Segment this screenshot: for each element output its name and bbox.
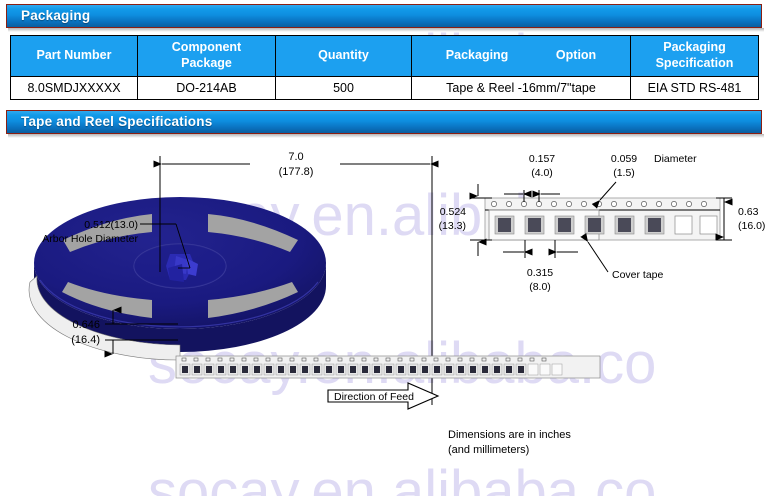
tape-sprocket-holes-strip: [181, 357, 547, 362]
table-header-row: Part Number Component Package Quantity P…: [10, 35, 759, 77]
column-header-label: Part Number: [36, 48, 112, 63]
dimension-value-sprocket-pitch-mm: (4.0): [531, 167, 553, 179]
section-bar-shadow: [8, 134, 764, 138]
dimension-reel-thickness: 0.646 (16.4): [71, 306, 178, 358]
drawing-svg: 7.0 (177.8) 0.512(13.0) Arbor Hole Diame…: [28, 151, 765, 456]
reel-slot: [208, 214, 298, 252]
tape-pockets-detail: [494, 215, 718, 235]
dimension-value-reel-width-in: 7.0: [288, 151, 303, 163]
units-note: Dimensions are in inches (and millimeter…: [448, 429, 571, 456]
column-header-component-package: Component Package: [137, 35, 276, 77]
callout-value-arbor-hole: 0.512(13.0): [84, 219, 138, 231]
reel-slot: [62, 282, 152, 318]
column-header-quantity: Quantity: [275, 35, 412, 77]
dimension-tape-height: 0.524 (13.3): [439, 184, 492, 256]
direction-of-feed-label: Direction of Feed: [334, 391, 414, 403]
dimension-value-hole-dia-mm: (1.5): [613, 167, 635, 179]
direction-of-feed-callout: Direction of Feed: [327, 382, 440, 410]
reel-slot: [208, 282, 298, 318]
direction-of-feed-arrow-icon: [327, 382, 440, 410]
dimension-value-pocket-pitch-mm: (8.0): [529, 281, 551, 293]
cell-part-number: 8.0SMDJXXXXX: [10, 76, 138, 100]
tape-sprocket-holes: [491, 201, 707, 207]
section-bar-shadow: [8, 28, 764, 32]
column-header-label-packaging: Packaging: [445, 48, 509, 63]
section-header-packaging: Packaging: [6, 4, 762, 28]
packaging-table: Part Number Component Package Quantity P…: [10, 35, 759, 100]
column-header-label: Quantity: [318, 48, 369, 63]
cell-quantity: 500: [275, 76, 412, 100]
callout-cover-tape: Cover tape: [580, 232, 664, 281]
column-header-part-number: Part Number: [10, 35, 138, 77]
dimension-reel-width: 7.0 (177.8): [153, 151, 439, 405]
callout-hole-diameter: 0.059 (1.5) Diameter: [591, 153, 697, 209]
units-note-line1: Dimensions are in inches: [448, 429, 571, 441]
dimension-value-sprocket-pitch-in: 0.157: [529, 153, 555, 165]
column-header-label-line2: Specification: [655, 56, 734, 70]
dimension-pocket-pitch: 0.315 (8.0): [503, 240, 578, 293]
cell-packaging-specification: EIA STD RS-481: [630, 76, 759, 100]
section-title-packaging: Packaging: [21, 8, 91, 23]
column-header-label-option: Option: [555, 48, 597, 63]
units-note-line2: (and millimeters): [448, 444, 529, 456]
callout-caption-cover-tape: Cover tape: [612, 269, 664, 281]
section-title-tape-reel: Tape and Reel Specifications: [21, 114, 213, 129]
dimension-value-tape-width-in: 0.63: [738, 206, 759, 218]
dimension-value-thickness-mm: (16.4): [71, 334, 100, 346]
dimension-value-tape-height-mm: (13.3): [439, 220, 466, 232]
column-header-label-line1: Packaging: [663, 40, 726, 55]
tape-pockets-strip: [179, 363, 563, 376]
column-header-label-line1: Component: [171, 40, 242, 55]
dimension-value-hole-dia-in: 0.059: [611, 153, 637, 165]
reel-arbor-hole: [166, 254, 198, 282]
dimension-tape-width: 0.63 (16.0): [715, 197, 765, 241]
unwound-tape-strip: [175, 355, 601, 379]
reel-slot: [63, 214, 152, 252]
dimension-value-thickness-in: 0.646: [72, 319, 100, 331]
dimension-value-tape-width-mm: (16.0): [738, 220, 765, 232]
callout-caption-arbor-hole: Arbor Hole Diameter: [42, 233, 138, 245]
cell-packaging-option: Tape & Reel -16mm/7"tape: [411, 76, 631, 100]
dimension-sprocket-pitch: 0.157 (4.0): [504, 153, 560, 202]
column-header-packaging-option: Packaging Option: [411, 35, 631, 77]
tape-detail-illustration: [484, 197, 721, 241]
dimension-value-pocket-pitch-in: 0.315: [527, 267, 553, 279]
section-header-tape-reel: Tape and Reel Specifications: [6, 110, 762, 134]
callout-arbor-hole: 0.512(13.0) Arbor Hole Diameter: [42, 219, 191, 269]
column-header-label-line2: Package: [181, 56, 232, 70]
callout-caption-diameter: Diameter: [654, 153, 697, 165]
dimension-value-tape-height-in: 0.524: [440, 206, 466, 218]
dimension-value-reel-width-mm: (177.8): [279, 166, 314, 178]
tape-and-reel-drawing: 7.0 (177.8) 0.512(13.0) Arbor Hole Diame…: [0, 140, 768, 496]
table-row: 8.0SMDJXXXXX DO-214AB 500 Tape & Reel -1…: [10, 76, 759, 100]
cell-component-package: DO-214AB: [137, 76, 276, 100]
reel-illustration: [28, 197, 326, 361]
column-header-packaging-specification: Packaging Specification: [630, 35, 759, 77]
